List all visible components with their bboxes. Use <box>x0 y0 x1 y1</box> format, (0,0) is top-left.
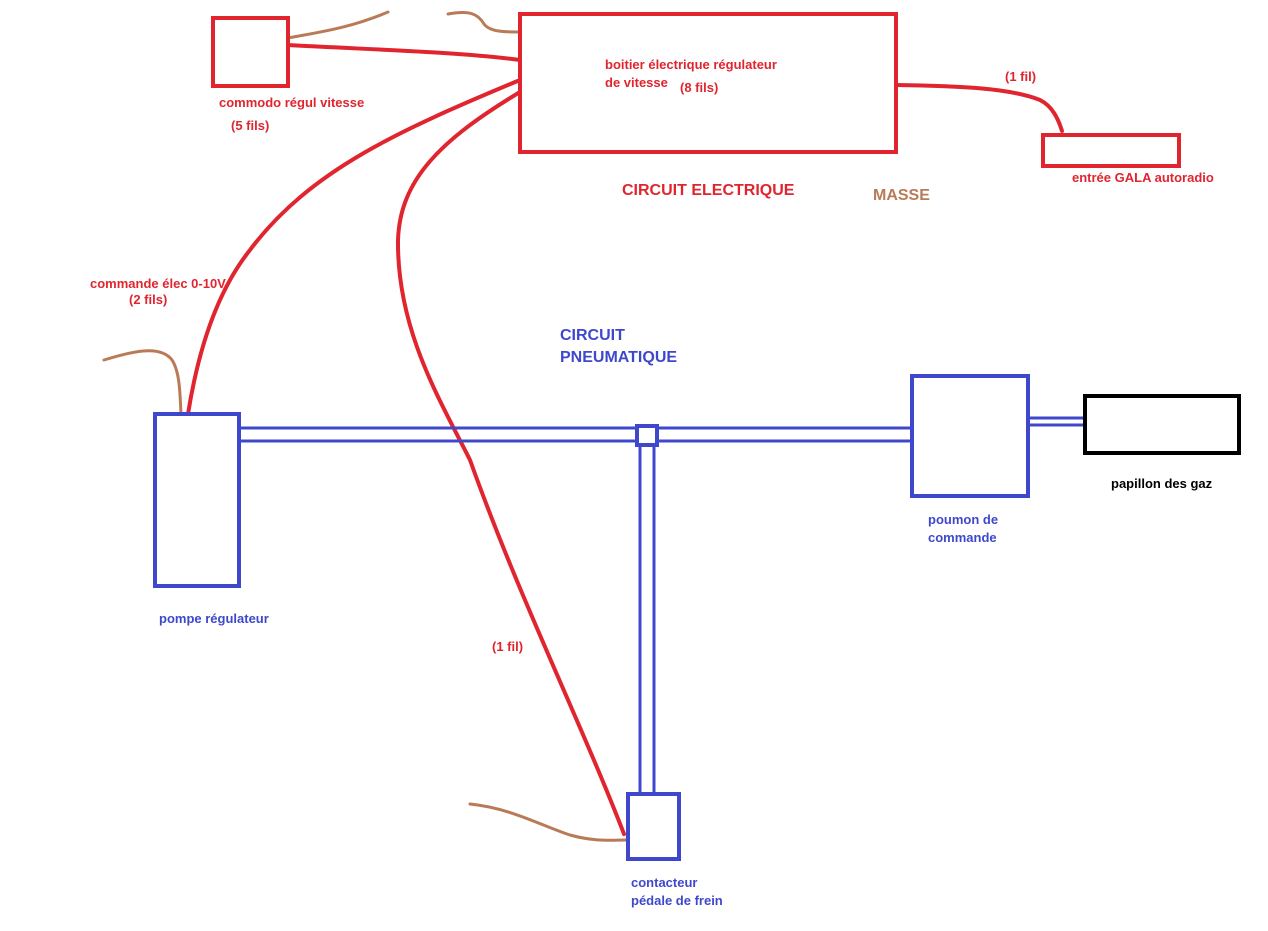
contacteur-ground-wire <box>468 802 629 842</box>
pompe-ground-wire <box>102 349 183 416</box>
commodo-wires-label: (5 fils) <box>231 118 270 133</box>
masse-label: MASSE <box>873 187 930 204</box>
ground-wires <box>102 10 629 842</box>
pompe-label: pompe régulateur <box>159 611 269 626</box>
t-junction <box>635 424 659 447</box>
poumon-label-line2: commande <box>928 530 997 545</box>
commodo-label: commodo régul vitesse <box>219 95 365 110</box>
gala-label: entrée GALA autoradio <box>1072 170 1214 185</box>
boitier-ground-wire <box>446 10 522 34</box>
gala-wire <box>894 83 1064 133</box>
poumon-box <box>910 374 1030 498</box>
contacteur-label-line2: pédale de frein <box>631 893 723 908</box>
circuit-electrique-title: CIRCUIT ELECTRIQUE <box>622 182 795 199</box>
commodo-box <box>211 16 290 88</box>
boitier-box <box>518 12 898 154</box>
papillon-box <box>1083 394 1241 455</box>
brake-contact-wire <box>395 90 626 836</box>
commande-wires-label: (2 fils) <box>129 292 168 307</box>
boitier-label-line2: de vitesse <box>605 75 668 90</box>
contacteur-label-line1: contacteur <box>631 875 698 890</box>
commande-elec-label: commande élec 0-10V <box>90 276 226 291</box>
commodo-to-boitier-wire <box>286 43 522 62</box>
papillon-label: papillon des gaz <box>1111 476 1213 491</box>
commande-elec-wire <box>186 78 522 416</box>
circuit-pneumatique-title-line1: CIRCUIT <box>560 327 625 344</box>
pompe-box <box>153 412 241 588</box>
gala-wire-label: (1 fil) <box>1005 69 1037 84</box>
contacteur-box <box>626 792 681 861</box>
boitier-label-line1: boitier électrique régulateur <box>605 57 777 72</box>
electric-wires <box>186 43 1064 836</box>
poumon-label-line1: poumon de <box>928 512 999 527</box>
electric-boxes <box>211 12 1181 168</box>
pneumatic-pipes <box>239 416 1085 794</box>
pneumatic-boxes <box>153 374 1030 861</box>
boitier-wires-label: (8 fils) <box>680 80 719 95</box>
commodo-ground-wire <box>286 10 390 40</box>
circuit-pneumatique-title-line2: PNEUMATIQUE <box>560 349 678 366</box>
brake-wire-label: (1 fil) <box>492 639 524 654</box>
gala-box <box>1041 133 1181 168</box>
